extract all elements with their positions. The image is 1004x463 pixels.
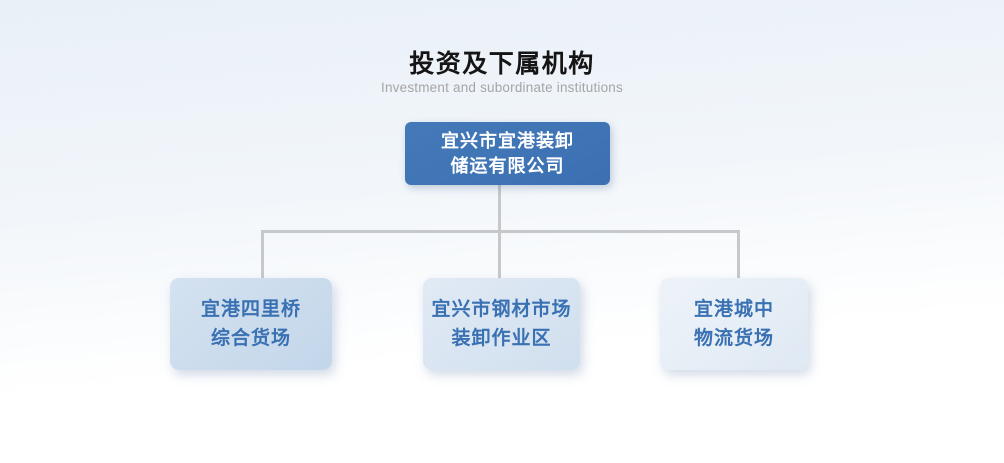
page-title: 投资及下属机构: [409, 50, 595, 78]
org-node-root-line2: 储运有限公司: [450, 155, 565, 176]
org-node-child-3-line1: 宜港城中: [693, 299, 774, 320]
org-node-child-2-line1: 宜兴市钢材市场: [431, 299, 572, 320]
org-node-child-1-line2: 综合货场: [210, 328, 291, 349]
connector-drop-right: [737, 230, 740, 278]
org-node-child-steel-market-area: 宜兴市钢材市场 装卸作业区: [423, 278, 580, 370]
org-node-child-3-line2: 物流货场: [693, 328, 774, 349]
connector-horizontal-rail: [261, 230, 740, 233]
connector-drop-left: [261, 230, 264, 278]
org-node-root-line1: 宜兴市宜港装卸: [441, 130, 574, 151]
page-subtitle: Investment and subordinate institutions: [381, 80, 623, 95]
org-node-child-1-line1: 宜港四里桥: [200, 299, 301, 320]
org-node-child-2-line2: 装卸作业区: [451, 328, 552, 349]
org-node-root: 宜兴市宜港装卸 储运有限公司: [405, 122, 610, 185]
org-node-child-silibridge-yard: 宜港四里桥 综合货场: [170, 278, 332, 370]
org-node-child-citycenter-logistics: 宜港城中 物流货场: [660, 278, 808, 370]
